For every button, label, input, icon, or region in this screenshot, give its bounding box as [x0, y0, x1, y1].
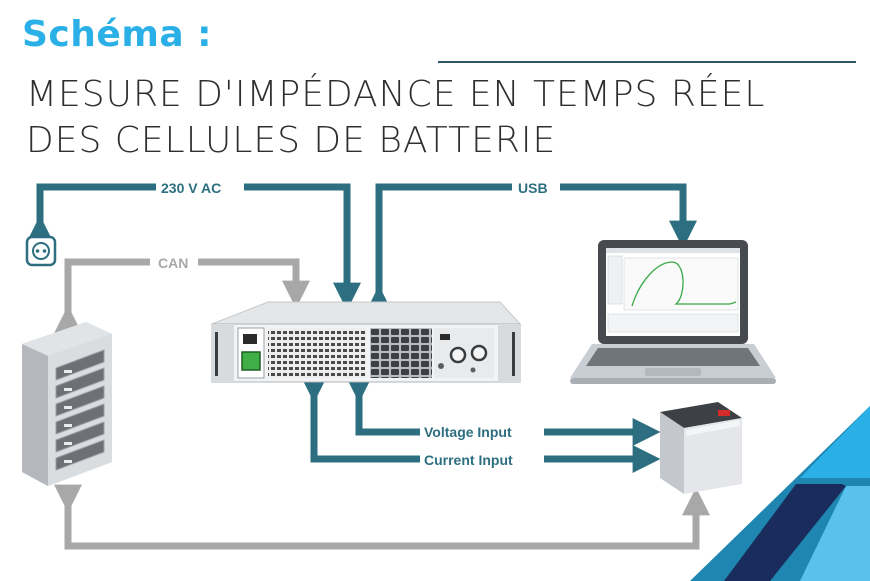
voltage-input-line: Voltage Input: [345, 374, 661, 446]
current-input-line: Current Input: [300, 374, 661, 473]
page-title: Schéma :: [22, 14, 213, 55]
power-label: 230 V AC: [161, 180, 221, 196]
laptop-icon: [570, 240, 776, 384]
current-input-label: Current Input: [424, 452, 513, 468]
power-supply-unit-icon: [211, 301, 522, 383]
usb-line: USB: [365, 179, 697, 314]
subtitle-line-1: MESURE D'IMPÉDANCE EN TEMPS RÉEL: [26, 74, 766, 115]
bottom-link-line: [54, 484, 710, 550]
voltage-input-label: Voltage Input: [424, 424, 512, 440]
battery-cell-icon: [534, 402, 742, 494]
power-socket-icon: [25, 235, 57, 267]
server-rack-icon: [22, 322, 112, 486]
subtitle-line-2: DES CELLULES DE BATTERIE: [26, 120, 557, 161]
title-divider: [438, 61, 856, 63]
power-line: 230 V AC: [26, 179, 361, 311]
can-label: CAN: [158, 255, 188, 271]
usb-label: USB: [518, 180, 548, 196]
corner-decoration: [690, 406, 870, 581]
